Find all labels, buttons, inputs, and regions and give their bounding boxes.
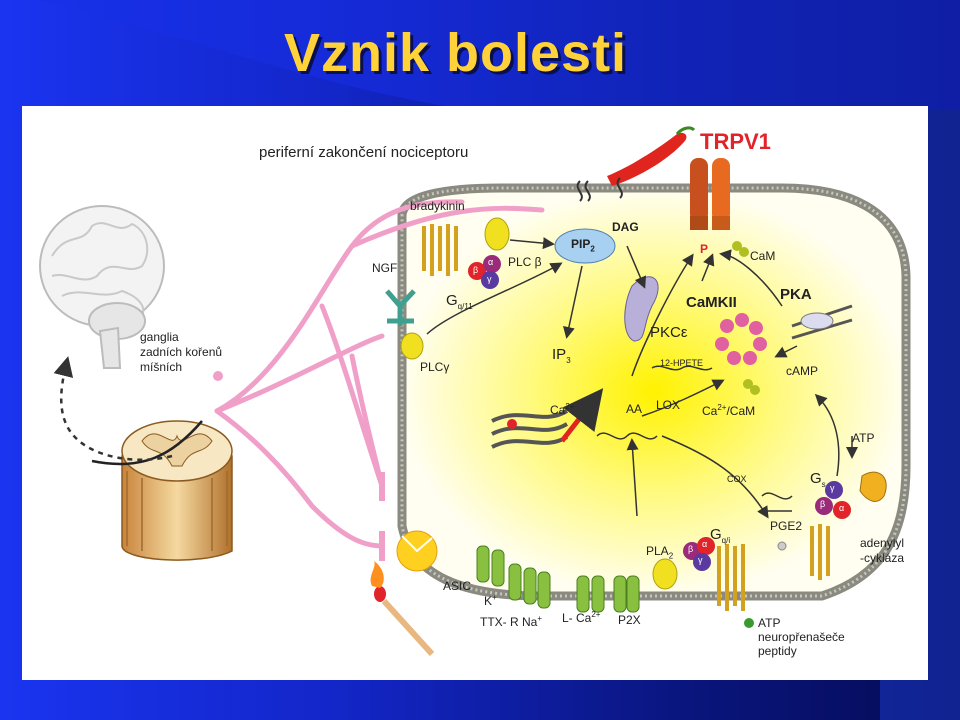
diagram-drawing [39,126,911,657]
spinal-cord-illustration [121,420,233,561]
label-plcg: PLCγ [420,360,450,374]
label-ganglia-1: ganglia [140,330,179,344]
label-gqi-alpha: α [702,539,708,549]
nerve-fibres [214,199,545,549]
label-atp-bottom: ATP [758,616,781,630]
label-ca-cam: Ca2+/CaM [702,403,756,418]
cell-membrane [397,183,911,601]
label-lca: L- Ca2+ [562,610,601,625]
label-gq11: Gq/11 [446,292,473,311]
label-pkce: PKCε [650,324,688,341]
pain-diagram: periferní zakončení nociceptoru TRPV1 br… [22,106,928,680]
label-ngf: NGF [372,261,398,275]
label-p2x: P2X [618,613,641,627]
gq-protein [468,255,501,289]
label-gq-gamma: γ [487,274,492,284]
label-ganglia-3: míšních [140,360,183,374]
label-gqi-beta: β [688,544,694,554]
label-neuro: neuropřenašeče [758,630,845,644]
label-pip2: PIP2 [571,237,595,254]
label-gqi: Gq/i [710,526,731,545]
bradykinin-receptor [422,224,458,276]
label-asic: ASIC [443,579,472,593]
label-ca: Ca2+ [550,402,575,417]
lemon-illustration [396,530,438,572]
label-cam: CaM [750,249,776,263]
label-peripheral: periferní zakončení nociceptoru [259,144,469,161]
label-bradykinin: bradykinin [410,199,465,213]
label-gs-gamma: γ [830,483,835,493]
endoplasmic-reticulum [491,409,569,449]
label-ganglia-2: zadních kořenů [140,345,223,359]
label-camp: cAMP [786,364,819,378]
chili-pepper [607,132,687,186]
ion-channels [476,545,640,613]
label-gqi-gamma: γ [698,555,703,565]
label-camkii: CaMKII [686,294,737,311]
label-cox: COX [727,474,747,484]
label-aa: AA [626,402,643,416]
label-pla2: PLA2 [646,544,674,561]
slide-title: Vznik bolesti [284,23,628,83]
label-ttx: TTX- R Na+ [480,614,543,629]
label-gq-alpha: α [488,257,494,267]
label-lox: LOX [656,398,681,412]
label-ip3: IP3 [552,346,571,365]
label-p: P [700,242,709,256]
label-adenylyl-1: adenylyl [860,536,905,550]
label-pge2: PGE2 [770,519,803,533]
label-pka: PKA [780,286,812,303]
camkii-ring [715,313,767,365]
label-adenylyl-2: -cykláza [860,551,905,565]
label-dag: DAG [612,220,639,234]
label-hpete: 12-HPETE [660,358,704,368]
label-plc-beta: PLC β [508,255,542,269]
pge2-receptor [717,544,745,611]
label-gs: Gs [810,470,826,489]
match-illustration [370,561,435,657]
label-gq-beta: β [473,265,479,275]
label-gs-alpha: α [839,503,845,513]
trpv1-channel [690,158,730,230]
adenylyl-cyclase [810,524,830,580]
label-trpv1: TRPV1 [700,129,771,154]
label-k: K+ [484,593,497,608]
gs-protein [815,481,851,519]
label-peptidy: peptidy [758,644,797,658]
label-atp-top: ATP [852,431,875,445]
label-gs-beta: β [820,499,826,509]
gqi-protein [683,537,715,571]
brain-illustration [39,205,165,369]
